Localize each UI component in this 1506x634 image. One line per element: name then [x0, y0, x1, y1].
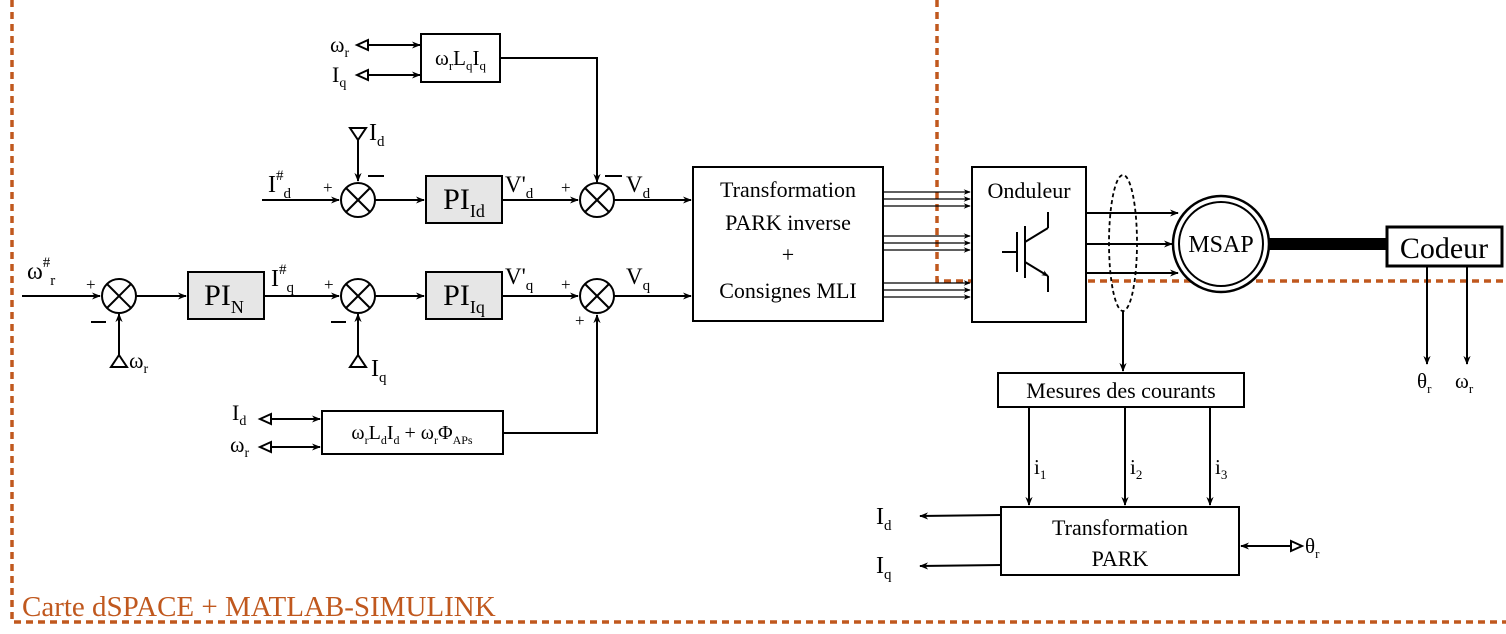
msap-label: MSAP	[1188, 232, 1253, 258]
park-line1: Transformation	[1052, 515, 1188, 540]
mesures-label: Mesures des courants	[1026, 378, 1215, 403]
pi-n-label: PIN	[204, 279, 244, 317]
sum-junction-q2	[579, 278, 615, 314]
sum-w-plus: +	[86, 275, 96, 294]
pwm-signal-lines	[883, 189, 971, 300]
iq-feedback-triangle	[348, 353, 368, 368]
frame-label: Carte dSPACE + MATLAB-SIMULINK	[22, 591, 496, 623]
current-i3-label: i3	[1215, 455, 1227, 482]
sum-junction-d2	[579, 182, 615, 218]
current-i1-label: i1	[1034, 455, 1046, 482]
omega-ref-label: ω#r	[27, 255, 55, 289]
decoup-q-iq-label: Iq	[332, 62, 346, 91]
onduleur-block	[971, 166, 1087, 323]
decoupling-q-text: ωrLqIq	[435, 46, 487, 73]
park-out-id-label: Id	[876, 504, 892, 534]
sum-junction-q1	[340, 278, 376, 314]
dspace-frame	[10, 0, 1506, 624]
decoupling-d-block	[321, 410, 504, 455]
mesures-block	[997, 372, 1245, 408]
id-feedback-triangle	[348, 127, 368, 142]
park-theta-label: θr	[1305, 534, 1320, 561]
sum-q2-plus-bottom: +	[575, 311, 585, 330]
sum-q1-plus: +	[324, 275, 334, 294]
sum-d1-plus: +	[323, 178, 333, 197]
iq-feedback-label: Iq	[371, 356, 387, 386]
codeur-theta-label: θr	[1417, 369, 1432, 396]
codeur-block	[1385, 225, 1504, 268]
pi-iq-label: PIIq	[443, 279, 485, 317]
decoupling-q-block	[420, 33, 501, 83]
onduleur-label: Onduleur	[987, 178, 1071, 203]
park-block	[1000, 506, 1240, 576]
park-inverse-line1: Transformation	[720, 177, 856, 202]
sum-q2-plus: +	[561, 275, 571, 294]
pi-id-block	[425, 175, 503, 224]
vd-prime-label: V'd	[505, 172, 534, 202]
vd-label: Vd	[626, 172, 651, 202]
pi-id-label: PIId	[443, 183, 485, 221]
codeur-label: Codeur	[1400, 232, 1488, 265]
sum-junction-d1	[340, 182, 376, 218]
msap-inner	[1178, 201, 1264, 287]
vq-label: Vq	[626, 264, 651, 294]
iq-ref-label: I#q	[271, 262, 295, 296]
sum-d2-plus: +	[561, 178, 571, 197]
id-feedback-label: Id	[369, 120, 385, 150]
decoup-d-id-label: Id	[232, 400, 246, 429]
omega-feedback-triangle	[109, 353, 129, 368]
codeur-omega-label: ωr	[1455, 369, 1474, 396]
park-inverse-line2: PARK inverse	[725, 210, 851, 235]
park-inverse-line3: +	[782, 242, 794, 267]
motor-shaft	[1269, 238, 1387, 250]
park-theta-triangle	[1290, 539, 1305, 553]
park-line2: PARK	[1092, 546, 1149, 571]
decoup-d-omega-label: ωr	[230, 432, 249, 461]
vq-prime-label: V'q	[505, 264, 534, 294]
omega-feedback-label: ωr	[129, 348, 148, 377]
park-inverse-block	[692, 166, 884, 322]
id-ref-label: I#d	[268, 168, 292, 202]
igbt-icon	[1002, 212, 1049, 292]
decoupling-q-inputs: ωr Iq	[330, 32, 421, 91]
decoupling-d-inputs: Id ωr	[230, 400, 321, 461]
decoupling-d-text: ωrLdId + ωrΦAPs	[351, 422, 472, 447]
park-out-iq-label: Iq	[876, 553, 892, 583]
sum-junction-speed	[101, 278, 137, 314]
decoup-q-omega-label: ωr	[330, 32, 349, 61]
current-i2-label: i2	[1130, 455, 1142, 482]
park-inverse-line4: Consignes MLI	[719, 278, 857, 303]
